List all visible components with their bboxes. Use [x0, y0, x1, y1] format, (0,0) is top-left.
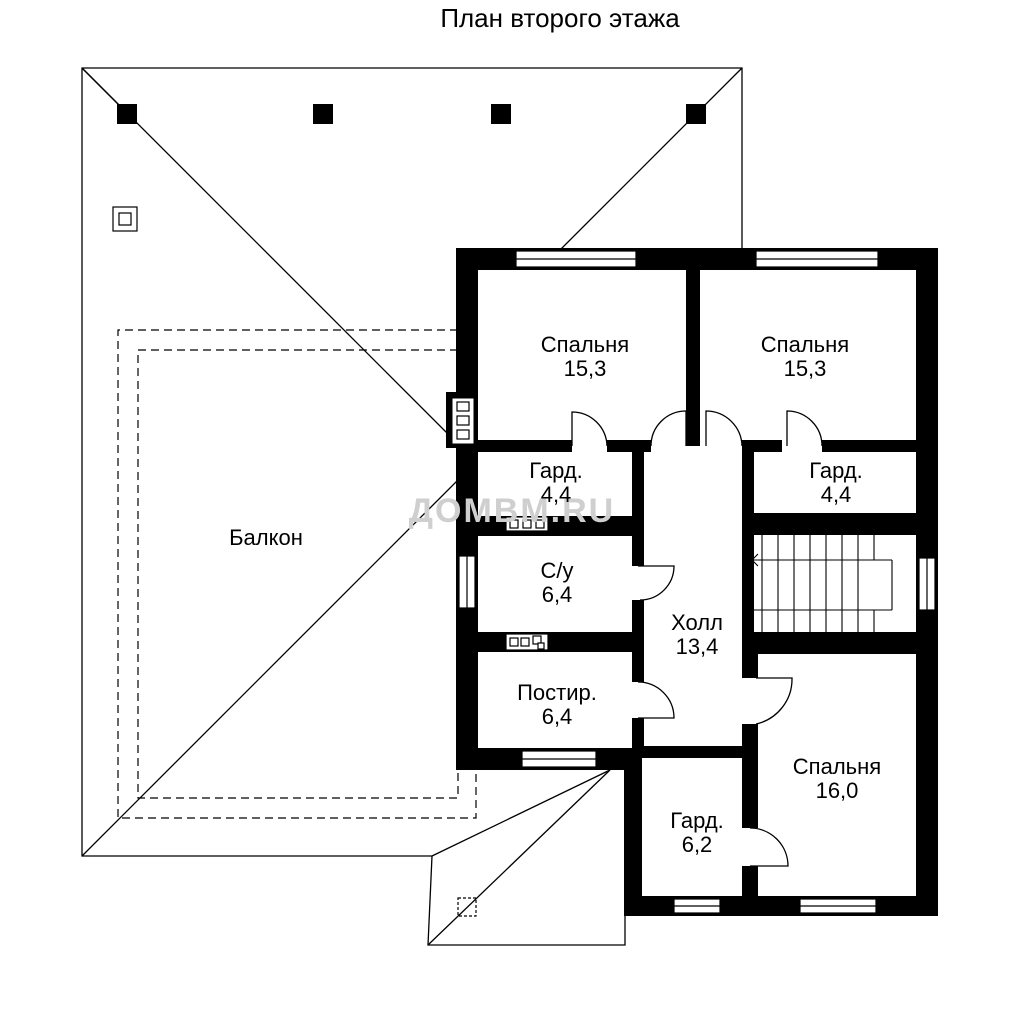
room-name: Гард. — [670, 808, 724, 833]
partition — [742, 724, 758, 828]
partition — [742, 646, 758, 678]
roof-drain-icon — [112, 206, 138, 232]
window — [799, 898, 877, 914]
balcony-outline — [117, 329, 477, 819]
door-swing — [786, 410, 823, 447]
partition — [742, 448, 754, 646]
window — [515, 250, 637, 268]
door-swing — [650, 410, 687, 447]
partition — [742, 513, 918, 535]
room-bedroom-nw: Спальня 15,3 — [541, 332, 629, 381]
partition — [632, 448, 644, 566]
post-marker — [313, 104, 333, 124]
partition — [632, 718, 644, 752]
vent-duct-icon — [505, 516, 549, 532]
room-wardrobe-w: Гард. 4,4 — [529, 458, 583, 507]
room-name: Постир. — [517, 680, 597, 705]
partition — [476, 440, 572, 452]
room-area: 15,3 — [564, 356, 607, 381]
roof-posts — [117, 104, 706, 124]
room-area: 6,2 — [682, 832, 713, 857]
room-name: Спальня — [761, 332, 849, 357]
room-area: 6,4 — [542, 704, 573, 729]
room-name: Холл — [671, 610, 723, 635]
room-area: 4,4 — [541, 482, 572, 507]
balcony-label: Балкон — [229, 525, 303, 550]
staircase — [747, 535, 893, 632]
window — [673, 898, 721, 914]
window — [755, 250, 879, 268]
watermark: ДОМВМ.RU — [409, 492, 615, 530]
room-name: Спальня — [793, 754, 881, 779]
vent-duct-icon — [505, 633, 549, 651]
wall-south — [624, 896, 938, 916]
room-wardrobe-s: Гард. 6,2 — [670, 808, 724, 857]
partition — [476, 632, 644, 652]
room-laundry: Постир. 6,4 — [517, 680, 597, 729]
partition — [607, 440, 651, 452]
room-name: Спальня — [541, 332, 629, 357]
chimney-icon — [446, 392, 478, 448]
doors — [571, 410, 823, 867]
windows — [458, 250, 936, 914]
room-bathroom: С/у 6,4 — [541, 558, 574, 607]
partition-bedrooms — [686, 268, 700, 446]
room-hall: Холл 13,4 — [671, 610, 723, 659]
room-wardrobe-e: Гард. 4,4 — [809, 458, 863, 507]
plan-title: План второго этажа — [440, 3, 680, 33]
room-bedroom-se: Спальня 16,0 — [793, 754, 881, 803]
post-marker — [117, 104, 137, 124]
door-swing — [749, 827, 789, 867]
room-area: 6,4 — [542, 582, 573, 607]
partition — [742, 632, 918, 654]
room-area: 4,4 — [821, 482, 852, 507]
room-name: С/у — [541, 558, 574, 583]
wall-west — [456, 248, 478, 770]
door-swing — [638, 565, 675, 601]
post-marker — [686, 104, 706, 124]
door-swing — [755, 677, 793, 725]
room-bedroom-ne: Спальня 15,3 — [761, 332, 849, 381]
roof-hatch-icon — [457, 897, 477, 917]
door-swing — [705, 410, 743, 447]
room-name: Гард. — [529, 458, 583, 483]
post-marker — [491, 104, 511, 124]
wall-south-step — [624, 748, 642, 916]
roof-outline — [81, 67, 743, 946]
partition — [822, 440, 918, 452]
door-swing — [637, 681, 675, 719]
room-area: 13,4 — [676, 634, 719, 659]
partition — [640, 746, 750, 758]
room-area: 16,0 — [816, 778, 859, 803]
room-name: Гард. — [809, 458, 863, 483]
window — [918, 557, 936, 611]
window — [458, 555, 476, 609]
window — [521, 750, 597, 768]
room-area: 15,3 — [784, 356, 827, 381]
partition — [742, 866, 758, 900]
door-swing — [571, 411, 608, 447]
